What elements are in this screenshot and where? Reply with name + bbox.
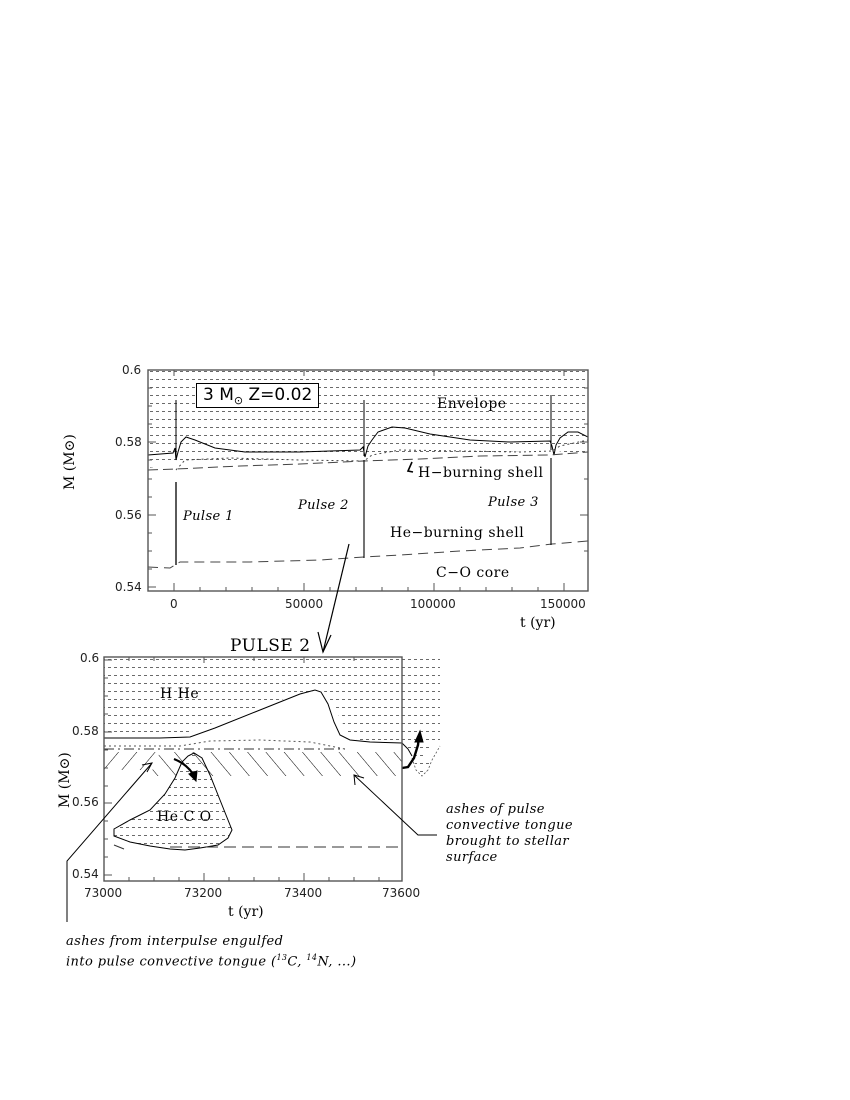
top-ytick-0.6: 0.6 bbox=[122, 363, 142, 377]
isotope-14: 14 bbox=[306, 953, 318, 962]
annotation-text: N, ...) bbox=[317, 954, 357, 970]
y-axis-mass: M bbox=[62, 475, 78, 490]
top-xtick-100000: 100000 bbox=[410, 597, 456, 611]
title-mass: 3 M bbox=[203, 385, 234, 405]
pulse2-label: Pulse 2 bbox=[298, 498, 349, 513]
annotation-line: brought to stellar bbox=[446, 834, 570, 849]
convective-tongue bbox=[113, 752, 233, 851]
envelope-base-line bbox=[148, 426, 588, 461]
top-plot-frame bbox=[147, 369, 589, 592]
annotation-line: into pulse convective tongue (13C, 14N, … bbox=[66, 950, 356, 970]
hatch-region-left bbox=[104, 752, 160, 770]
bottom-ytick-0.6: 0.6 bbox=[80, 651, 100, 665]
intershell-dotted-line bbox=[175, 439, 588, 471]
pulse2-zoom-title: PULSE 2 bbox=[230, 636, 311, 656]
top-x-ticks bbox=[173, 370, 565, 591]
bottom-ytick-0.54: 0.54 bbox=[72, 867, 99, 881]
bottom-plot-frame bbox=[103, 656, 403, 882]
annotation-line: ashes of pulse bbox=[446, 802, 545, 817]
surface-pocket-outline bbox=[411, 745, 441, 777]
bottom-ytick-0.58: 0.58 bbox=[72, 724, 99, 738]
bottom-y-axis-title: M (M⊙) bbox=[57, 752, 73, 808]
top-xtick-50000: 50000 bbox=[285, 597, 324, 611]
intershell-dotted-line bbox=[104, 739, 346, 750]
top-ytick-0.54: 0.54 bbox=[115, 580, 142, 594]
y-axis-unit: (M⊙) bbox=[62, 434, 78, 472]
pulse3-label: Pulse 3 bbox=[488, 495, 539, 510]
bottom-y-ticks bbox=[104, 659, 112, 876]
he-shell-left-fragment bbox=[113, 844, 125, 850]
top-plot-title: 3 M⊙ Z=0.02 bbox=[196, 383, 320, 408]
hatch-region bbox=[150, 752, 402, 776]
top-ytick-0.56: 0.56 bbox=[115, 508, 142, 522]
surface-arrowhead bbox=[414, 729, 424, 743]
top-xtick-0: 0 bbox=[170, 597, 178, 611]
surface-pocket bbox=[412, 758, 432, 775]
annotation-text: into pulse convective tongue ( bbox=[66, 954, 277, 970]
h-he-label: H He bbox=[160, 686, 200, 702]
annotation-text: C, bbox=[287, 954, 307, 970]
title-metallicity: Z=0.02 bbox=[243, 385, 313, 405]
envelope-base-line bbox=[104, 689, 413, 757]
top-y-axis-title: M (M⊙) bbox=[62, 434, 78, 490]
sun-symbol: ⊙ bbox=[233, 394, 244, 407]
he-c-o-label: He C O bbox=[157, 809, 212, 825]
annotation-line: ashes from interpulse engulfed bbox=[66, 934, 284, 949]
annotation-ashes-to-surface: ashes of pulse convective tongue brought… bbox=[446, 802, 573, 866]
bottom-annotation-leader bbox=[66, 762, 153, 922]
pulse1-label: Pulse 1 bbox=[183, 509, 234, 524]
co-core-label: C−O core bbox=[436, 565, 510, 581]
bottom-xtick-73400: 73400 bbox=[284, 886, 323, 900]
right-annotation-leader bbox=[353, 774, 437, 836]
annotation-line: convective tongue bbox=[446, 818, 573, 833]
bottom-x-ticks bbox=[128, 657, 380, 881]
top-xtick-150000: 150000 bbox=[540, 597, 586, 611]
h-burning-shell-label: H−burning shell bbox=[418, 465, 544, 481]
top-ytick-0.58: 0.58 bbox=[115, 435, 142, 449]
bottom-ytick-0.56: 0.56 bbox=[72, 795, 99, 809]
annotation-ashes-engulfed: ashes from interpulse engulfed into puls… bbox=[66, 934, 356, 970]
top-x-axis-title: t (yr) bbox=[520, 615, 556, 631]
he-burning-shell-label: He−burning shell bbox=[390, 525, 525, 541]
he-burning-shell-line bbox=[148, 540, 588, 569]
bottom-xtick-73200: 73200 bbox=[184, 886, 223, 900]
envelope-label: Envelope bbox=[437, 396, 507, 412]
h-shell-pointer bbox=[406, 461, 414, 473]
engulf-arrowhead bbox=[188, 770, 198, 783]
zoom-connector-arrow bbox=[317, 543, 350, 654]
top-y-ticks bbox=[148, 369, 588, 588]
bottom-xtick-73000: 73000 bbox=[84, 886, 123, 900]
annotation-line: surface bbox=[446, 850, 498, 865]
bottom-plot bbox=[103, 656, 441, 882]
bottom-xtick-73600: 73600 bbox=[382, 886, 421, 900]
bottom-x-axis-title: t (yr) bbox=[228, 904, 264, 920]
h-he-region bbox=[104, 657, 440, 760]
isotope-13: 13 bbox=[276, 953, 288, 962]
